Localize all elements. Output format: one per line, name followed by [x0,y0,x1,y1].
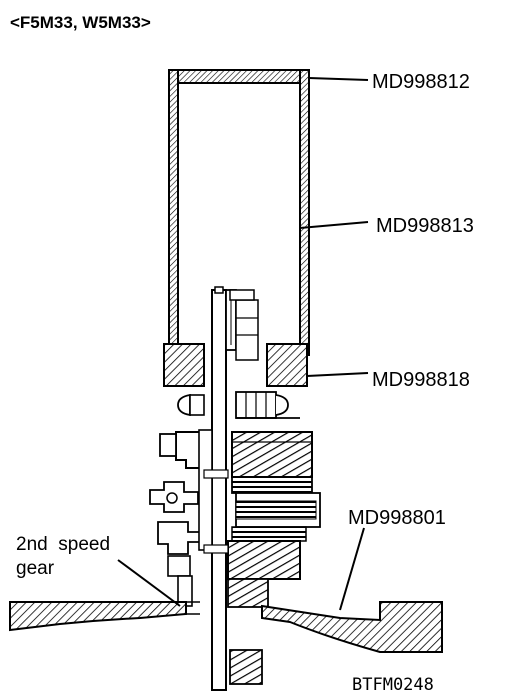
label-md998818: MD998818 [372,369,470,391]
tool-plate-md998801 [9,601,443,653]
sync-assembly-left [149,429,229,607]
label-md998801: MD998801 [348,507,446,529]
gear-stack [227,431,321,685]
model-header: <F5M33, W5M33> [10,13,151,32]
label-gear: gear [16,558,55,579]
bearing [177,391,300,419]
label-md998812: MD998812 [372,71,470,93]
main-shaft [211,286,259,691]
leader-lines [117,77,369,611]
label-2nd-speed: 2nd speed [16,534,110,555]
tool-base-md998818 [163,343,308,387]
label-md998813: MD998813 [376,215,474,237]
figure-code: BTFM0248 [352,675,434,695]
